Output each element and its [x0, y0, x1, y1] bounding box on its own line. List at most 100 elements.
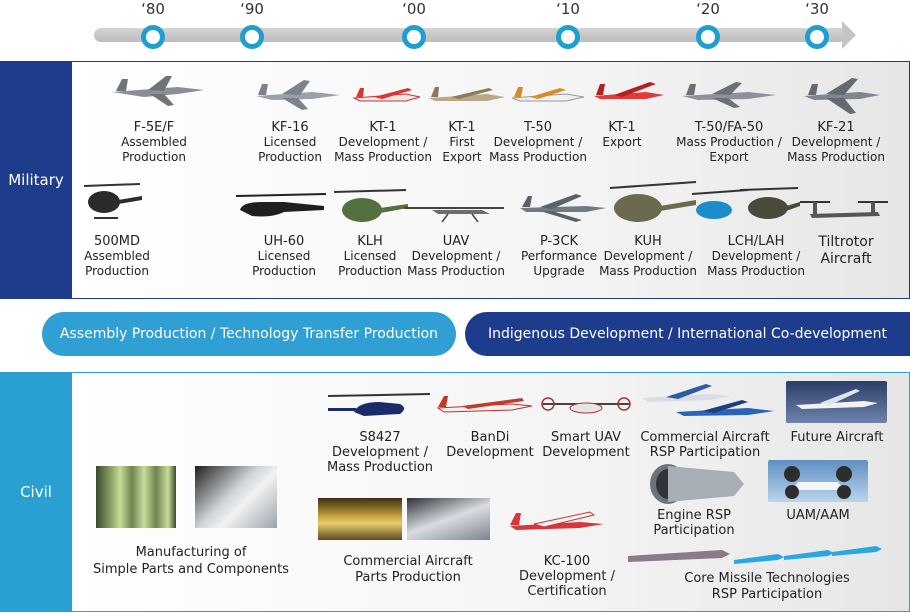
- year-marker-00: [402, 25, 426, 49]
- civil-item-future: Future Aircraft: [784, 430, 890, 445]
- civil-item-kc100: KC-100 Development / Certification: [512, 554, 622, 599]
- comm-parts-photo-1: [318, 498, 402, 540]
- item-line1: Assembled: [84, 249, 150, 263]
- simple-parts-photo-2: [195, 466, 277, 528]
- civil-item-simple-parts: Manufacturing of Simple Parts and Compon…: [86, 544, 296, 578]
- item-line1: Future Aircraft: [790, 430, 884, 445]
- civil-item-bandi: BanDi Development: [440, 430, 540, 460]
- kc100-aircraft-icon: [510, 511, 604, 530]
- civil-item-commercial-rsp: Commercial Aircraft RSP Participation: [640, 430, 770, 460]
- item-line1: Mass Production /: [676, 135, 782, 149]
- item-name: UH-60: [263, 234, 305, 249]
- item-name: LCH/LAH: [727, 234, 785, 249]
- item-line1: Commercial Aircraft: [343, 554, 473, 569]
- item-line2: Export: [442, 150, 482, 164]
- civil-item-s8427: S8427 Development / Mass Production: [320, 430, 440, 475]
- military-item-klh: KLH Licensed Production: [322, 234, 418, 279]
- item-line1: UAM/AAM: [786, 508, 850, 523]
- item-line1: Development /: [411, 249, 501, 263]
- item-line2: Participation: [653, 523, 735, 538]
- year-label-10: ‘10: [556, 0, 580, 18]
- year-marker-80: [141, 25, 165, 49]
- item-line1: Commercial Aircraft: [640, 430, 770, 445]
- item-line2: Parts Production: [355, 570, 461, 585]
- civil-section-label: Civil: [0, 372, 72, 612]
- item-line2: Production: [338, 264, 402, 278]
- item-line1: Development /: [711, 249, 801, 263]
- year-label-20: ‘20: [696, 0, 720, 18]
- military-item-kf21: KF-21 Development / Mass Production: [786, 120, 886, 165]
- military-item-t50: T-50 Development / Mass Production: [487, 120, 589, 165]
- year-label-80: ‘80: [141, 0, 165, 18]
- kuh-helicopter-icon: [609, 181, 697, 222]
- item-name: UAV: [442, 234, 470, 249]
- item-name: Tiltrotor: [818, 234, 874, 250]
- item-name: KF-21: [817, 120, 855, 135]
- simple-parts-photo-1: [96, 466, 176, 528]
- item-name: KUH: [634, 234, 662, 249]
- lch-lah-helicopter-icon: [691, 187, 800, 219]
- klh-helicopter-icon: [333, 189, 408, 222]
- item-line2: Development /: [331, 445, 429, 460]
- military-item-p3ck: P-3CK Performance Upgrade: [514, 234, 604, 279]
- item-line2: Production: [122, 150, 186, 164]
- item-line2: Production: [258, 150, 322, 164]
- bandi-aircraft-icon: [436, 396, 533, 413]
- uam-photo: [768, 460, 868, 502]
- civil-item-uam: UAM/AAM: [768, 508, 868, 523]
- 500md-helicopter-icon: [83, 183, 142, 219]
- uav-drone-icon: [404, 207, 504, 223]
- missile-icon: [628, 546, 882, 564]
- civil-item-comm-parts: Commercial Aircraft Parts Production: [328, 554, 488, 586]
- p3ck-aircraft-icon: [520, 194, 606, 222]
- item-line2: RSP Participation: [711, 587, 823, 602]
- item-name: P-3CK: [539, 234, 579, 249]
- item-line1: Core Missile Technologies: [684, 571, 850, 586]
- future-aircraft-icon: [796, 389, 878, 409]
- comm-parts-photo-2: [407, 498, 490, 540]
- military-item-f5: F-5E/F Assembled Production: [104, 120, 204, 165]
- item-line2: Development: [446, 445, 534, 460]
- kt1-export-trainer-icon: [429, 87, 505, 101]
- item-line2: Development /: [518, 569, 616, 584]
- item-line1: S8427: [359, 430, 401, 445]
- military-section-label: Military: [0, 61, 72, 299]
- military-item-uh60: UH-60 Licensed Production: [234, 234, 334, 279]
- item-line1: KC-100: [543, 554, 591, 569]
- civil-item-missile: Core Missile Technologies RSP Participat…: [672, 571, 862, 603]
- item-line2: Mass Production: [599, 264, 697, 278]
- item-line2: Production: [252, 264, 316, 278]
- item-line1: Assembled: [121, 135, 187, 149]
- military-item-lch-lah: LCH/LAH Development / Mass Production: [704, 234, 808, 279]
- kt1-trainer-icon: [352, 88, 421, 102]
- kf21-jet-icon: [804, 78, 880, 114]
- item-line1: Development /: [603, 249, 693, 263]
- t50-jet-icon: [511, 87, 585, 102]
- item-line1: Development /: [338, 135, 428, 149]
- item-line1: Performance: [520, 249, 598, 263]
- item-line2: Mass Production: [787, 150, 885, 164]
- tiltrotor-aircraft-icon: [800, 201, 888, 218]
- item-line2: Export: [709, 150, 749, 164]
- military-item-500md: 500MD Assembled Production: [70, 234, 164, 279]
- phase-assembly-production: Assembly Production / Technology Transfe…: [42, 312, 456, 356]
- commercial-aircraft-icon: [642, 384, 774, 416]
- item-line2: Mass Production: [707, 264, 805, 278]
- item-name: F-5E/F: [133, 120, 175, 135]
- item-line1: Smart UAV: [551, 430, 621, 445]
- future-aircraft-photo: [786, 381, 887, 423]
- item-name: KT-1: [608, 120, 636, 135]
- military-item-kt1-export: KT-1 Export: [592, 120, 652, 150]
- item-name: T-50: [524, 120, 552, 135]
- item-line1: First: [449, 135, 475, 149]
- civil-item-smart-uav: Smart UAV Development: [536, 430, 636, 460]
- item-name: KT-1: [448, 120, 476, 135]
- military-item-kt1-dev: KT-1 Development / Mass Production: [333, 120, 433, 165]
- t50-fa50-jet-icon: [682, 82, 776, 108]
- item-line2: RSP Participation: [649, 445, 761, 460]
- item-name: 500MD: [93, 234, 141, 249]
- smart-uav-icon: [541, 397, 631, 414]
- f5-jet-icon: [112, 76, 204, 106]
- phase-left-label: Assembly Production / Technology Transfe…: [59, 326, 439, 342]
- year-marker-30: [805, 25, 829, 49]
